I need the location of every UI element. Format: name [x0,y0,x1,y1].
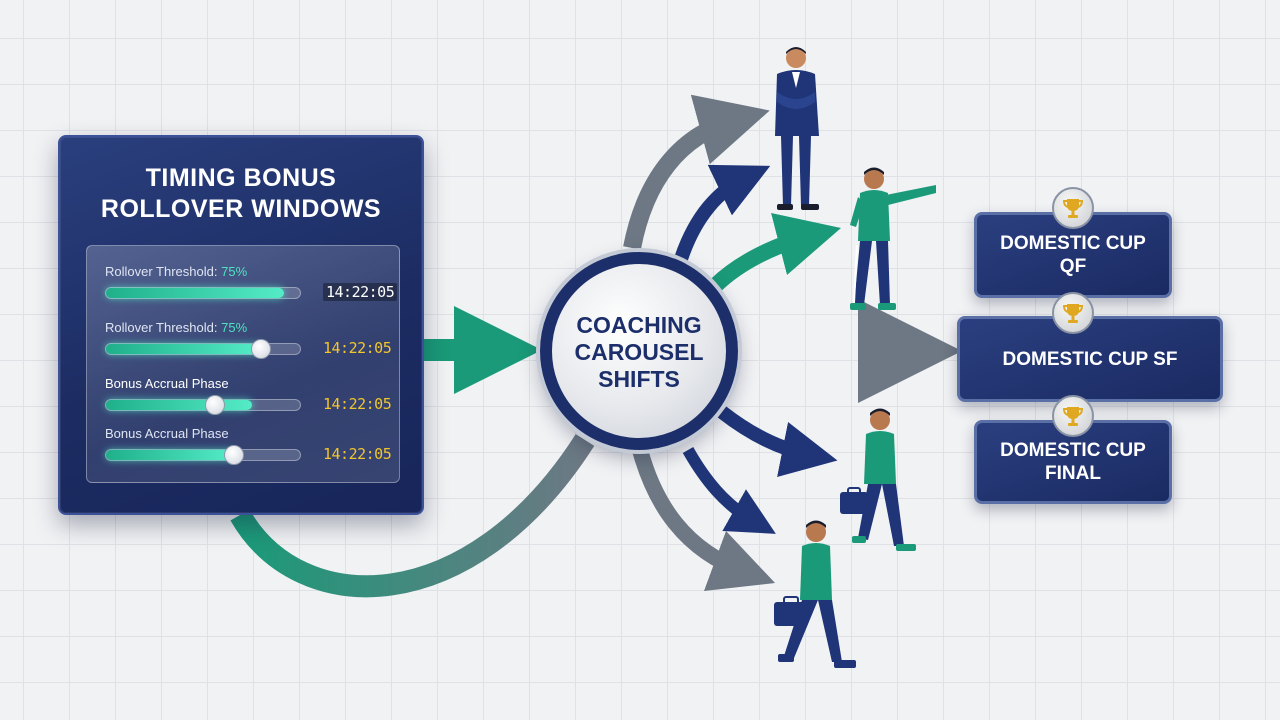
rollover-slider-track[interactable] [105,287,301,299]
slider-row: Rollover Threshold: 75% 14:22:05 [105,320,392,360]
cup-label-line1: DOMESTIC CUP SF [1002,348,1178,370]
trophy-icon [1052,292,1094,334]
arrow-lower-navy-1 [717,406,838,477]
slider-row: Bonus Accrual Phase 14:22:05 [105,426,392,466]
arrow-lower-gray [632,447,776,592]
cup-box-final: DOMESTIC CUP FINAL [974,420,1172,504]
slider-label: Rollover Threshold: 75% [105,264,247,279]
briefcase-icon [774,602,808,626]
hub-line3: SHIFTS [598,366,680,392]
briefcase-icon [840,492,868,514]
panel-title: TIMING BONUS ROLLOVER WINDOWS [60,163,422,225]
slider-thumb[interactable] [204,395,225,415]
slider-label: Bonus Accrual Phase [105,376,229,391]
cup-box-sf: DOMESTIC CUP SF [957,316,1223,402]
slider-thumb[interactable] [224,445,245,465]
slider-label-text: Rollover Threshold: [105,320,218,335]
timestamp: 14:22:05 [323,339,392,357]
cup-label-line1: DOMESTIC CUP [1000,233,1146,254]
slider-label-text: Rollover Threshold: [105,264,218,279]
hub-line1: COACHING [576,312,702,338]
timestamp: 14:22:05 [323,395,392,413]
accrual-slider-track[interactable] [105,395,301,415]
person-icon-briefcase-1 [840,408,916,551]
coaching-carousel-hub: COACHING CAROUSEL SHIFTS [540,252,738,450]
trophy-icon [1052,395,1094,437]
person-icon-briefcase-2 [774,520,856,668]
panel-title-line2: ROLLOVER WINDOWS [100,195,382,223]
slider-percent: 75% [221,264,248,279]
timestamp: 14:22:05 [323,283,398,301]
slider-percent: 75% [221,320,248,335]
slider-thumb[interactable] [251,339,272,359]
arrow-lower-navy-2 [682,447,776,534]
slider-group: Rollover Threshold: 75% 14:22:05 Rollove… [86,245,400,483]
bottom-arc-arrow [230,434,595,598]
arrow-upper-gray [623,94,770,250]
rollover-slider-track[interactable] [105,339,301,359]
person-icon-pointing [850,167,936,310]
slider-row: Bonus Accrual Phase 14:22:05 [105,376,392,416]
slider-fill [106,288,285,298]
hub-line2: CAROUSEL [574,339,704,365]
timing-bonus-panel: TIMING BONUS ROLLOVER WINDOWS Rollover T… [58,135,424,515]
arrow-upper-green [710,212,841,291]
trophy-icon [1052,187,1094,229]
slider-label: Rollover Threshold: 75% [105,320,247,335]
accrual-slider-track[interactable] [105,445,301,465]
slider-fill [106,450,235,460]
cup-label-line2: FINAL [1045,463,1101,484]
slider-label: Bonus Accrual Phase [105,426,229,441]
panel-title-line1: TIMING BONUS [145,164,337,192]
cup-label: DOMESTIC CUP SF [1003,348,1178,371]
cup-label-line2: QF [1059,256,1087,277]
timestamp: 14:22:05 [323,445,392,463]
slider-row: Rollover Threshold: 75% 14:22:05 [105,264,398,304]
slider-fill [106,344,262,354]
arrow-upper-navy [673,164,771,265]
person-icon-suit [775,47,819,210]
slider-fill [106,400,252,410]
cup-label-line1: DOMESTIC CUP [1000,440,1146,461]
hub-label: COACHING CAROUSEL SHIFTS [552,312,726,393]
cup-label: DOMESTIC CUP FINAL [1000,439,1146,485]
cup-label: DOMESTIC CUP QF [1000,232,1146,278]
